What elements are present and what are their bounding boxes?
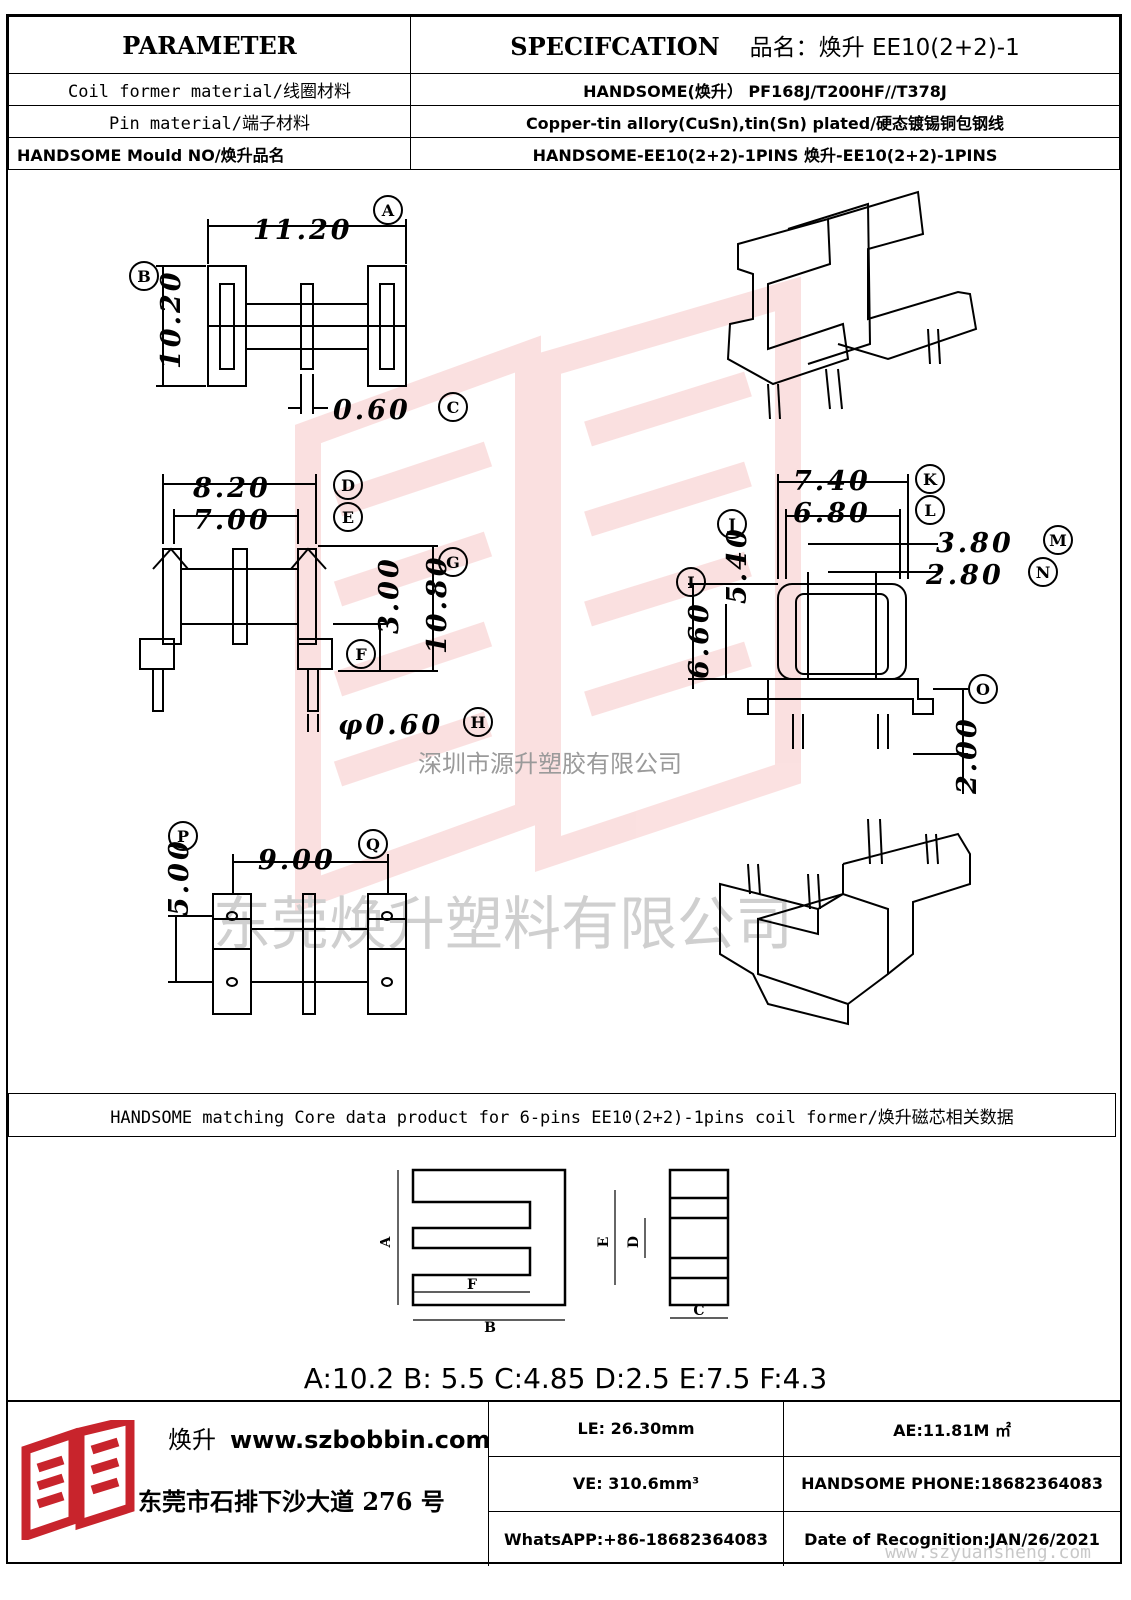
core-side-shape (668, 1168, 730, 1307)
core-label-e: E (596, 1237, 612, 1248)
brand-name: 焕升 (168, 1426, 216, 1454)
marker-c: C (447, 398, 460, 417)
ae-value: AE:11.81M ㎡ (783, 1402, 1120, 1457)
marker-h: H (470, 713, 485, 732)
marker-n: N (1036, 563, 1051, 582)
spec-title-cell: SPECIFCATION 品名：焕升 EE10(2+2)-1 (410, 16, 1120, 74)
company-logo (21, 1420, 135, 1540)
marker-k: K (923, 470, 938, 489)
bottom-view (168, 854, 407, 1015)
marker-g: G (446, 553, 460, 572)
marker-j: J (726, 515, 736, 534)
iso-view-bottom (719, 818, 971, 1026)
dim-e-value: 7.00 (193, 505, 271, 536)
technical-drawing: 深圳市源升塑胶有限公司 东莞焕升塑料有限公司 (8, 174, 1120, 1084)
dim-c-value: 0.60 (333, 395, 411, 426)
e-core-shape (411, 1168, 567, 1307)
core-label-a: A (380, 1235, 394, 1248)
core-params-table: LE: 26.30mm AE:11.81M ㎡ VE: 310.6mm³ HAN… (487, 1402, 1120, 1566)
marker-l: L (924, 501, 935, 520)
parameter-title: PARAMETER (8, 16, 411, 74)
core-label-d: D (626, 1236, 642, 1248)
core-data-header: HANDSOME matching Core data product for … (8, 1093, 1116, 1137)
dim-l-value: 6.80 (793, 498, 871, 529)
dim-o-value: 2.00 (952, 716, 983, 795)
marker-q: Q (366, 835, 380, 854)
dim-d-value: 8.20 (192, 473, 271, 504)
iso-view-top (726, 190, 978, 420)
drawing-svg: 深圳市源升塑胶有限公司 东莞焕升塑料有限公司 (129, 190, 1073, 1026)
footer: 焕升 www.szbobbin.com 东莞市石排下沙大道 276 号 LE: 2… (8, 1400, 1120, 1566)
coil-material-label: Coil former material/线圈材料 (8, 73, 411, 106)
le-value: LE: 26.30mm (487, 1402, 785, 1457)
dim-p-value: 5.00 (164, 838, 195, 916)
marker-m: M (1049, 531, 1067, 550)
recognition-date: Date of Recognition:JAN/26/2021 (783, 1511, 1120, 1566)
dim-f-value: 3.00 (374, 556, 405, 634)
company-address: 东莞市石排下沙大道 276 号 (138, 1487, 445, 1516)
dimension-labels: 11.20 10.20 0.60 8.20 7.00 3.00 10.80 φ0… (156, 215, 1014, 916)
pin-material-value: Copper-tin allory(CuSn),tin(Sn) plated/硬… (410, 105, 1120, 138)
dim-m-value: 3.80 (936, 528, 1014, 559)
dim-j-value: 5.40 (722, 526, 753, 604)
coil-material-value: HANDSOME(焕升） PF168J/T200HF//T378J (410, 73, 1120, 106)
watermark-logo (295, 276, 801, 913)
ve-value: VE: 310.6mm³ (487, 1456, 785, 1513)
brand-website-line: 焕升 www.szbobbin.com (168, 1420, 491, 1455)
side-view (688, 474, 968, 794)
dim-q-value: 9.00 (258, 845, 336, 876)
watermark-text-1: 深圳市源升塑胶有限公司 (418, 750, 682, 778)
top-view (156, 219, 407, 414)
dim-g-value: 10.80 (422, 554, 453, 654)
core-label-b: B (484, 1320, 496, 1336)
mould-no-value: HANDSOME-EE10(2+2)-1PINS 焕升-EE10(2+2)-1P… (410, 137, 1120, 170)
dim-h-value: φ0.60 (338, 710, 443, 741)
marker-i: I (687, 573, 694, 592)
core-svg: A F B C E D (378, 1168, 730, 1336)
whatsapp-value: WhatsAPP:+86-18682364083 (487, 1511, 785, 1566)
mould-no-label: HANDSOME Mould NO/焕升品名 (8, 137, 411, 170)
core-values: A:10.2 B: 5.5 C:4.85 D:2.5 E:7.5 F:4.3 (303, 1362, 828, 1395)
marker-b: B (137, 267, 151, 286)
marker-a: A (381, 201, 395, 220)
phone-value: HANDSOME PHONE:18682364083 (783, 1456, 1120, 1513)
website-link[interactable]: www.szbobbin.com (230, 1426, 491, 1454)
brand-block: 焕升 www.szbobbin.com 东莞市石排下沙大道 276 号 (8, 1402, 491, 1566)
dim-i-value: 6.60 (684, 601, 715, 679)
marker-p: P (177, 827, 189, 846)
marker-d: D (341, 476, 355, 495)
reference-markers (129, 195, 1073, 859)
watermark-url: www.szyuansheng.com (885, 1542, 1091, 1563)
product-name: 品名：焕升 EE10(2+2)-1 (749, 35, 1020, 61)
spec-title: SPECIFCATION (510, 32, 720, 61)
core-label-c: C (693, 1303, 704, 1319)
marker-f: F (355, 645, 367, 664)
pin-material-label: Pin material/端子材料 (8, 105, 411, 138)
marker-o: O (976, 680, 990, 699)
marker-e: E (342, 508, 354, 527)
dim-b-value: 10.20 (156, 269, 187, 369)
front-view (139, 474, 438, 732)
watermark-text-2: 东莞焕升塑料有限公司 (213, 890, 793, 958)
dim-k-value: 7.40 (793, 466, 871, 497)
dim-n-value: 2.80 (925, 560, 1004, 591)
core-drawing: A F B C E D (378, 1150, 760, 1350)
dim-a-value: 11.20 (253, 215, 353, 246)
core-label-f: F (467, 1277, 477, 1293)
